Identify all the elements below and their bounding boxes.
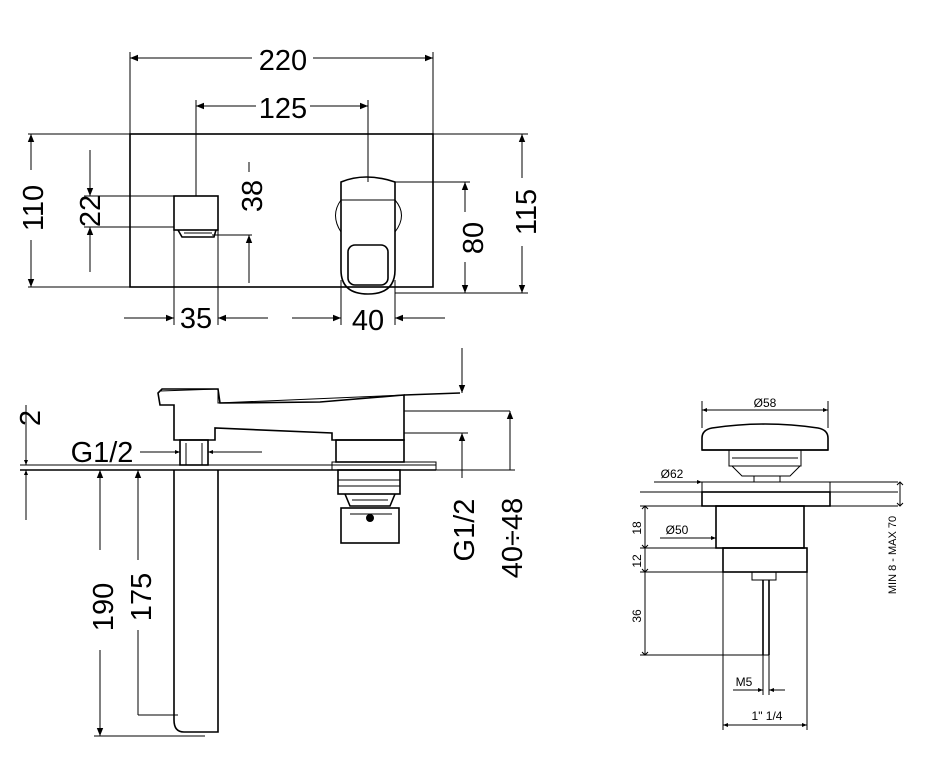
thread-rod-label: M5 (736, 675, 753, 689)
dim-spacing: 125 (259, 93, 307, 125)
dim-flange-height: 18 (630, 521, 644, 535)
thread-pipe-label: 1" 1/4 (752, 709, 783, 723)
dim-projection-inner: 175 (126, 573, 158, 621)
thread-right-label: G1/2 (449, 499, 481, 562)
dim-body-diameter: Ø50 (666, 523, 689, 537)
dim-projection-total: 190 (88, 583, 120, 631)
dim-spout-height: 22 (75, 195, 107, 227)
dim-rod-length: 36 (630, 609, 644, 623)
dim-embed-range: 40÷48 (497, 498, 529, 578)
cartridge-housing (340, 507, 400, 544)
thread-left-label: G1/2 (71, 437, 134, 469)
dim-cap-diameter: Ø58 (754, 396, 777, 410)
spout-pipe (173, 470, 219, 733)
dim-width-total: 220 (259, 45, 307, 77)
drain-view: Ø58 Ø62 Ø50 18 12 36 M5 1" 1/4 MIN 8 - M… (630, 396, 904, 730)
dim-spout-width: 35 (180, 303, 212, 335)
connector-left (179, 439, 209, 466)
dim-lever-width: 40 (352, 305, 384, 337)
drain-body (715, 505, 805, 549)
wall-plate-outline (129, 133, 434, 288)
mixer-lever (335, 176, 402, 295)
side-view: 2 G1/2 190 175 G1/2 40÷48 (15, 348, 529, 737)
dim-height-left: 110 (18, 185, 50, 231)
dim-height-right: 115 (511, 189, 543, 235)
spout-outlet (173, 195, 219, 231)
dim-thickness-range: MIN 8 - MAX 70 (887, 516, 899, 594)
spout-body-side (157, 388, 510, 441)
drain-cap (701, 423, 829, 451)
dim-height-right-inner: 80 (458, 222, 490, 254)
dim-spout-offset: 38 (237, 180, 269, 212)
dim-neck-height: 12 (630, 554, 644, 568)
front-view: 220 125 110 22 38 80 115 35 (18, 45, 543, 337)
dim-plate-thickness: 2 (15, 410, 47, 426)
dim-flange-diameter: Ø62 (661, 467, 684, 481)
